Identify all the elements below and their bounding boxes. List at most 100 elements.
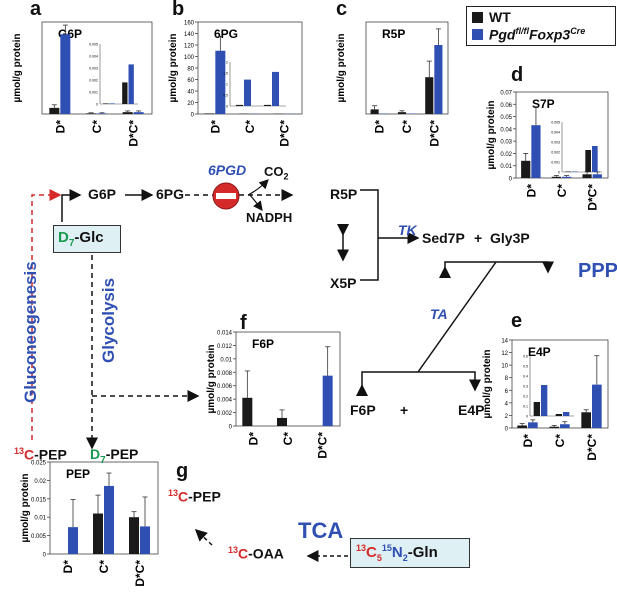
chart-e-ytick-label: 8 bbox=[505, 376, 509, 382]
chart-a-bar bbox=[133, 112, 144, 114]
chart-b-ytick-label: 120 bbox=[184, 44, 195, 50]
ta-diagonal bbox=[417, 261, 497, 373]
panel-letter-a: a bbox=[30, 0, 42, 20]
metabolite-nadph: NADPH bbox=[246, 210, 293, 225]
gln-13-sup: 13 bbox=[356, 543, 367, 553]
chart-b-xlabel: D*C* bbox=[278, 120, 292, 147]
chart-a-xlabel: D*C* bbox=[127, 120, 141, 147]
legend-ko-gene: Pgd bbox=[489, 26, 516, 43]
arrow-co2 bbox=[247, 179, 269, 196]
metabolite-13c-oaa: 13C-OAA bbox=[228, 545, 284, 562]
plus-sign-2: + bbox=[400, 402, 409, 418]
chart-b-ytick-label: 40 bbox=[187, 90, 194, 96]
metabolite-6pg: 6PG bbox=[156, 186, 185, 202]
chart-d-inset-bar bbox=[592, 146, 598, 172]
chart-e-ytick-label: 2 bbox=[505, 414, 509, 420]
chart-a-xlabel: D* bbox=[53, 120, 67, 134]
chart-c-xlabel: C* bbox=[400, 120, 414, 134]
chart-c-bar bbox=[434, 45, 443, 114]
chart-d-inset-tick-label: 0.005 bbox=[551, 121, 560, 125]
chart-pep-ytick-label: 0.02 bbox=[34, 479, 46, 485]
chart-b-bar bbox=[215, 50, 226, 114]
plus-sign-1: + bbox=[474, 230, 483, 246]
chart-e-inset-tick-label: 0.1 bbox=[523, 405, 528, 409]
chart-e-ytick-label: 12 bbox=[501, 351, 508, 357]
panel-letter-g: g bbox=[176, 460, 189, 482]
chart-d-title: S7P bbox=[532, 97, 555, 111]
chart-d-bar bbox=[582, 174, 592, 178]
chart-f-bar bbox=[242, 397, 253, 426]
chart-pep-ytick-label: 0.01 bbox=[34, 516, 46, 522]
chart-b-ytick-label: 160 bbox=[184, 21, 195, 27]
chart-b-ytick-label: 0 bbox=[191, 113, 195, 119]
chart-e-bar bbox=[528, 422, 538, 428]
chart-b-xlabel: C* bbox=[243, 120, 257, 134]
chart-pep-bar bbox=[93, 513, 103, 554]
chart-pep-ytick-label: 0.015 bbox=[31, 497, 47, 503]
chart-f-bar bbox=[277, 417, 287, 426]
chart-b-inset-bar bbox=[236, 104, 243, 106]
chart-b-bar bbox=[204, 113, 215, 114]
chart-c-bar bbox=[425, 77, 434, 114]
chart-pep-ytick-label: 0.005 bbox=[31, 534, 47, 540]
chart-e-ytick-label: 10 bbox=[501, 364, 508, 370]
chart-d-bar bbox=[521, 160, 531, 178]
chart-b-inset-tick-label: 0.5 bbox=[223, 94, 228, 98]
chart-e-inset-tick-label: 0 bbox=[526, 415, 528, 419]
chart-pep-bar bbox=[68, 527, 78, 554]
chart-d-ytick-label: 0.01 bbox=[500, 164, 512, 170]
legend-swatch-wt bbox=[472, 12, 483, 23]
panel-letter-b: b bbox=[172, 0, 185, 20]
chart-d-ytick-label: 0.07 bbox=[500, 91, 512, 97]
metabolite-g6p: G6P bbox=[88, 186, 117, 202]
chart-b-inset-bar bbox=[244, 79, 251, 106]
chart-e-bar bbox=[581, 412, 591, 428]
chart-e-inset-tick-label: 0.5 bbox=[523, 365, 528, 369]
chart-a-bar bbox=[86, 113, 96, 114]
ta-bracket-bottom bbox=[356, 371, 481, 396]
legend-label-ko: Pgdfl/flFoxp3Cre bbox=[489, 26, 585, 43]
chart-a-bar bbox=[97, 113, 107, 114]
arrow-gluconeogenesis bbox=[31, 189, 62, 440]
enzyme-ta: TA bbox=[430, 306, 448, 322]
chart-c-xlabel: D*C* bbox=[427, 120, 441, 147]
chart-e-xlabel: D*C* bbox=[585, 434, 599, 461]
no-entry-icon bbox=[212, 182, 240, 210]
legend-label-wt: WT bbox=[489, 9, 511, 25]
chart-a-ylabel: µmol/g protein bbox=[12, 33, 23, 102]
pep-left: -PEP bbox=[34, 446, 67, 463]
chart-e-inset-tick-label: 0.4 bbox=[523, 375, 528, 379]
metabolite-d7-pep: D7-PEP bbox=[90, 446, 138, 466]
chart-f-ylabel: µmol/g protein bbox=[206, 344, 217, 413]
chart-e-inset-tick-label: 0.3 bbox=[523, 385, 528, 389]
chart-f-title: F6P bbox=[252, 337, 274, 351]
arrow-glc-g6p bbox=[61, 189, 82, 222]
pep-g: -PEP bbox=[188, 488, 221, 505]
label-glycolysis: Glycolysis bbox=[99, 277, 118, 363]
chart-e-ytick-label: 14 bbox=[501, 339, 508, 345]
arrow-nadph bbox=[249, 194, 263, 211]
chart-a-inset-bar bbox=[103, 103, 109, 104]
chart-e-bar bbox=[517, 425, 527, 428]
chart-e-bar bbox=[549, 426, 559, 428]
metabolite-co2: CO2 bbox=[264, 164, 289, 182]
enzyme-6pgd: 6PGD bbox=[208, 162, 247, 178]
chart-b-ytick-label: 20 bbox=[187, 101, 194, 107]
chart-pep-xlabel: D* bbox=[61, 560, 75, 574]
gln-rest: -Gln bbox=[407, 544, 438, 561]
chart-e-inset-bar bbox=[555, 414, 562, 416]
chart-a-bar bbox=[49, 107, 60, 114]
chart-e-ylabel: µmol/g protein bbox=[482, 349, 493, 418]
gln-5-sub: 5 bbox=[376, 553, 382, 563]
chart-d-ytick-label: 0.04 bbox=[500, 127, 512, 133]
gln-n: N bbox=[391, 544, 403, 561]
legend-ko-sup2: Cre bbox=[570, 26, 586, 36]
panel-letter-c: c bbox=[336, 0, 348, 20]
chart-a-inset-tick-label: 0 bbox=[96, 103, 98, 107]
chart-e-inset-bar bbox=[533, 402, 540, 416]
d7pep-rest: -PEP bbox=[105, 446, 139, 462]
chart-e-ytick-label: 0 bbox=[505, 427, 509, 433]
chart-pep-ytick-label: 0.025 bbox=[31, 461, 47, 467]
chart-d-ytick-label: 0.02 bbox=[500, 152, 512, 158]
chart-d-inset-tick-label: 0.002 bbox=[551, 151, 560, 155]
